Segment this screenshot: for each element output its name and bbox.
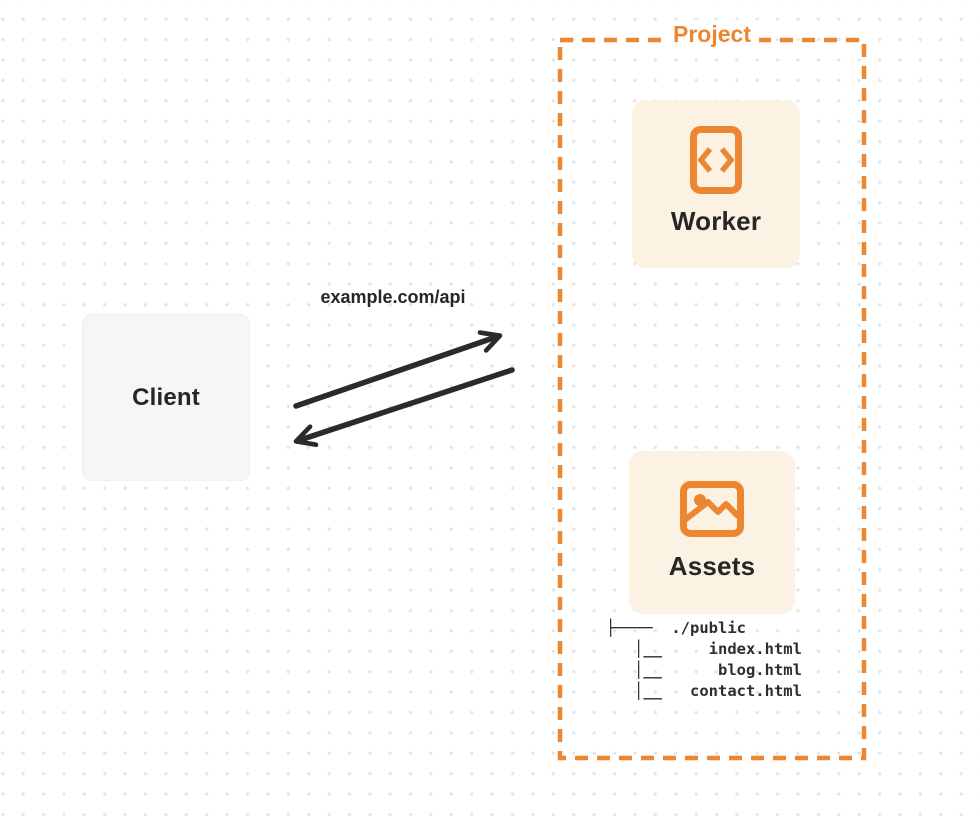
file-tree: ├──── ./public │__ index.html │__ blog.h…: [606, 618, 802, 702]
file-tree-item: │__ blog.html: [606, 661, 802, 679]
worker-node: Worker: [632, 100, 800, 268]
request-url-label: example.com/api: [320, 287, 466, 307]
file-tree-item: │__ contact.html: [606, 682, 802, 700]
file-tree-item: │__ index.html: [606, 640, 802, 658]
project-dashed-border: [557, 37, 867, 761]
client-label: Client: [132, 383, 200, 411]
project-label: Project: [665, 20, 759, 48]
worker-label: Worker: [670, 206, 762, 236]
assets-label: Assets: [668, 551, 756, 581]
client-node: Client: [82, 314, 250, 481]
code-document-icon: [690, 126, 742, 194]
assets-node: Assets: [629, 451, 795, 614]
request-arrow: [293, 330, 503, 409]
project-group: Project Worker Assets ├──── ./public │__…: [556, 20, 868, 762]
response-arrow: [293, 367, 515, 448]
image-icon: [680, 481, 744, 537]
file-tree-root: ├──── ./public: [606, 619, 746, 637]
